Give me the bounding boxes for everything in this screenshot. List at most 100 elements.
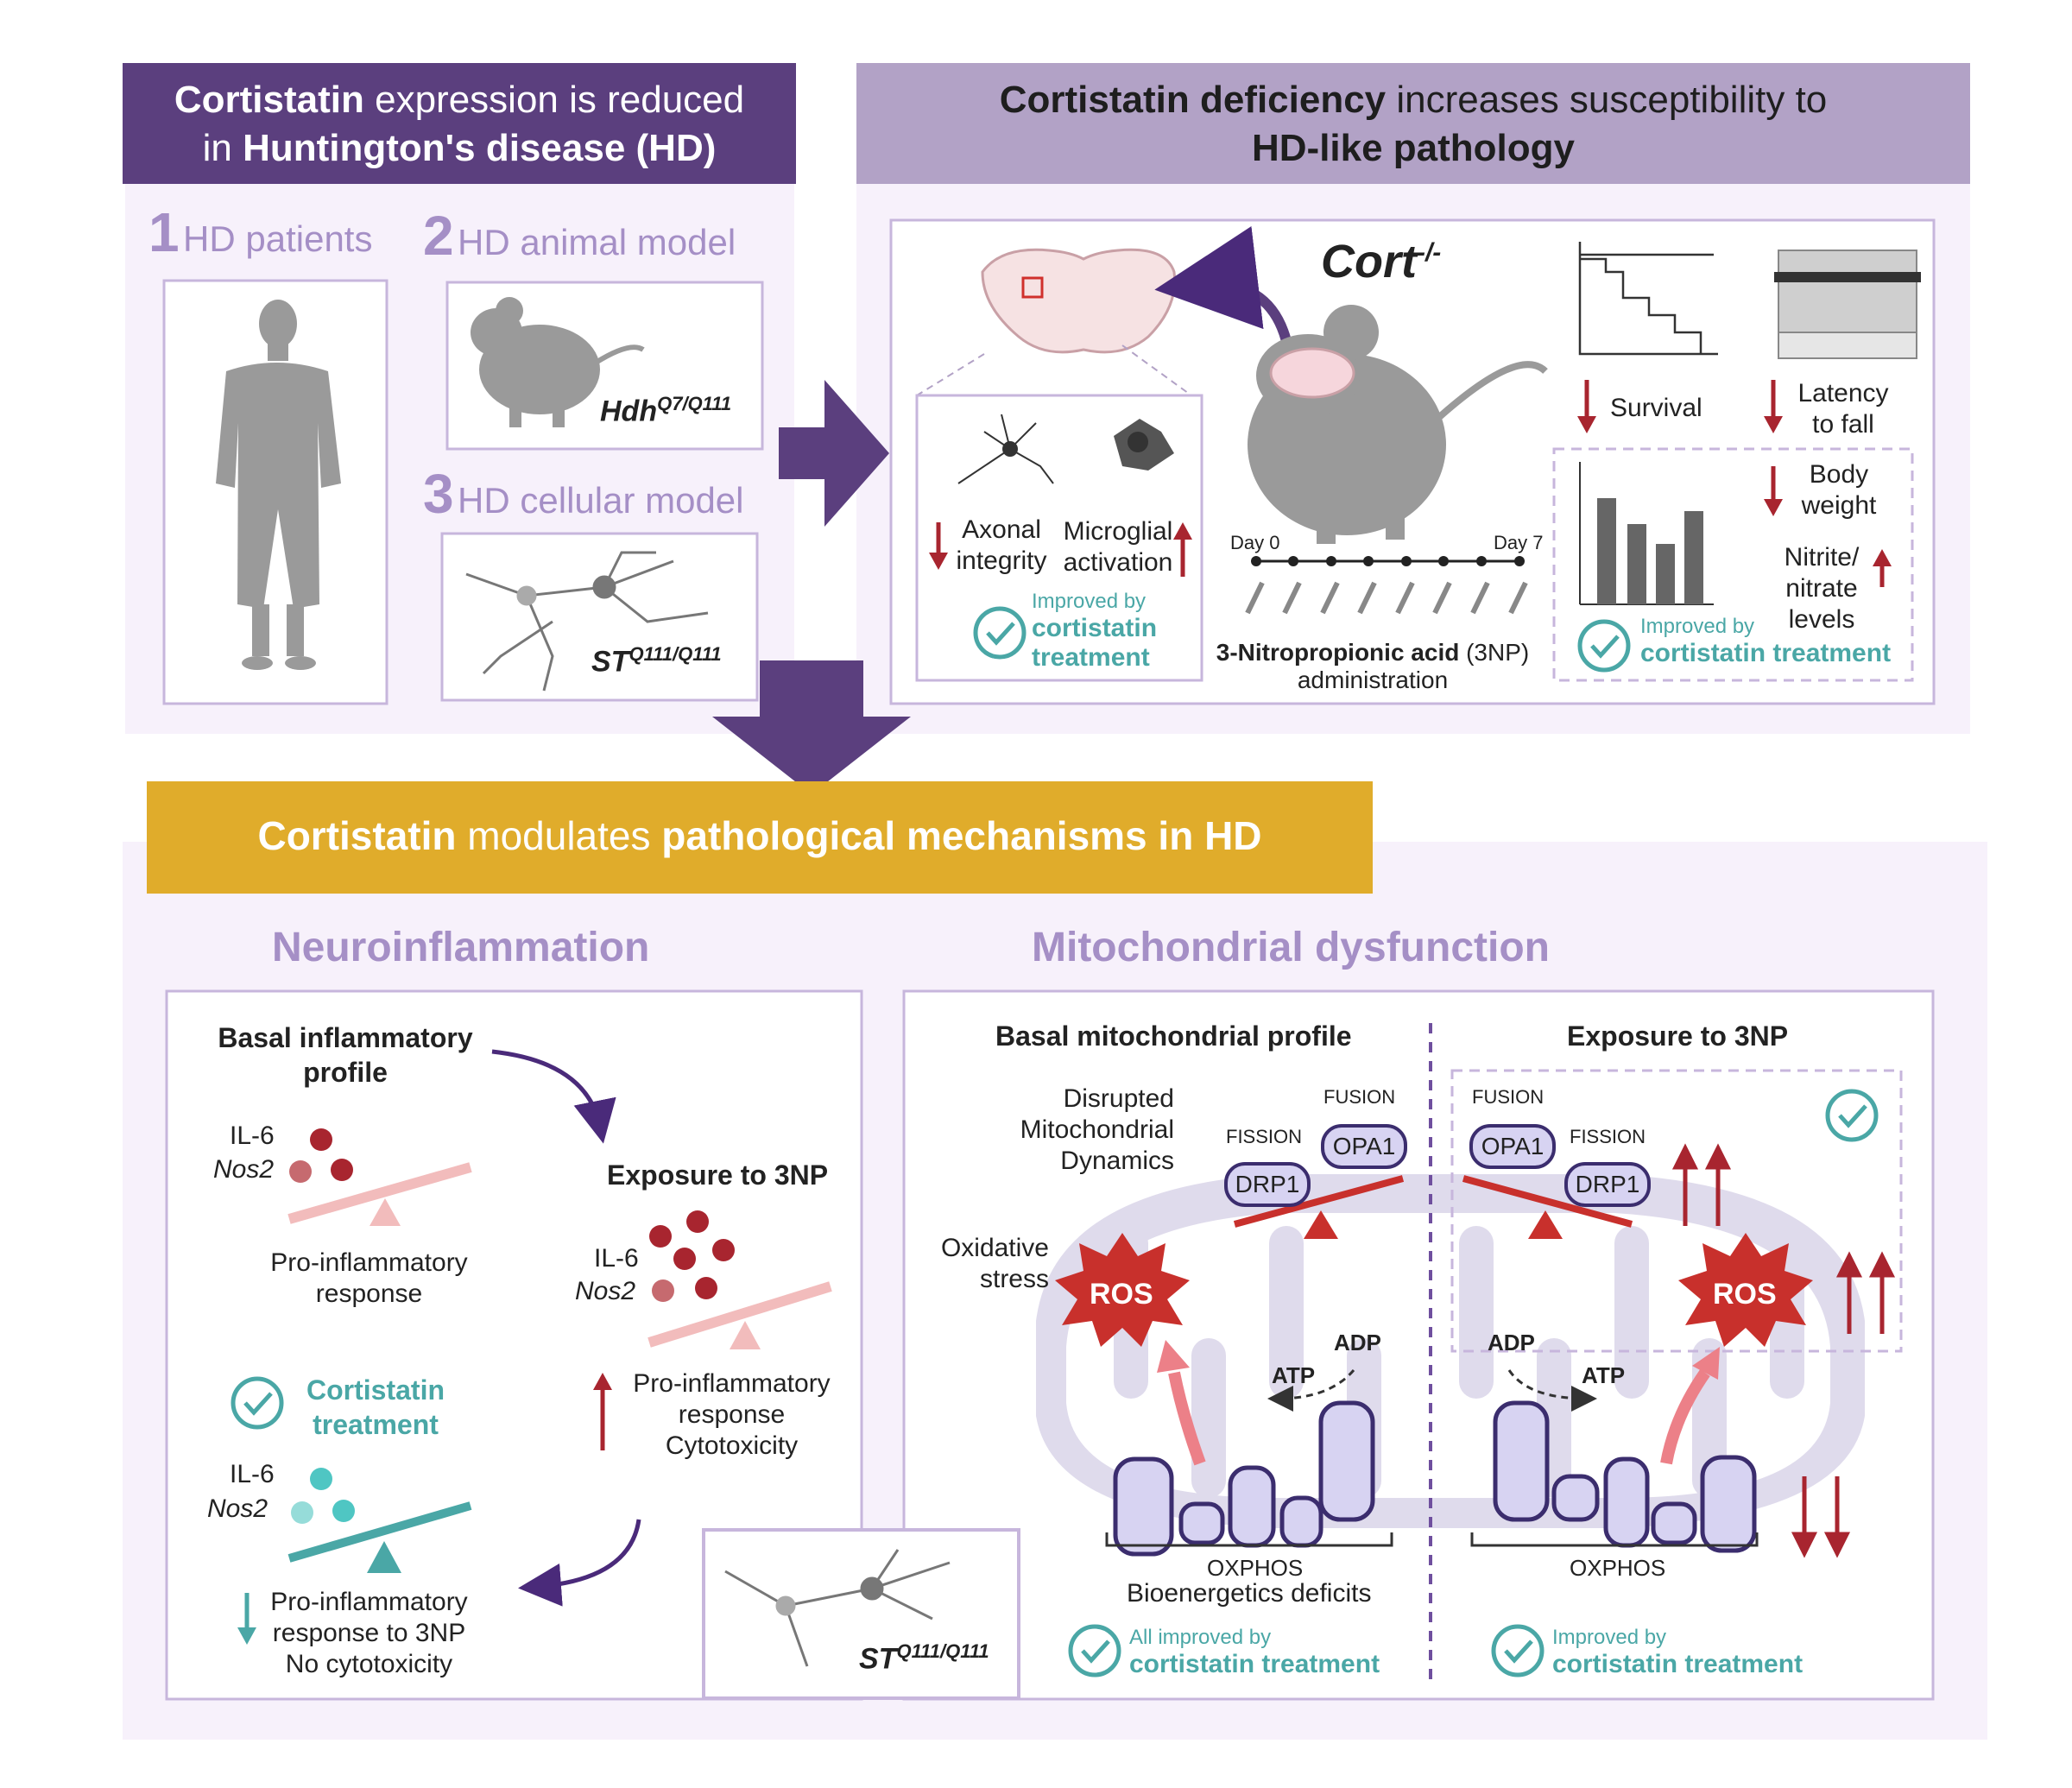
ros-right: ROS [1713, 1278, 1777, 1311]
bar-chart-mini [1579, 462, 1714, 605]
fission-up-arrows [1671, 1143, 1732, 1226]
exposure-nos2: Nos2 [575, 1277, 636, 1305]
item2-label: 2 HD animal model [423, 205, 736, 267]
exposure-il6: IL-6 [594, 1244, 639, 1273]
atp-left: ATP [1272, 1362, 1316, 1388]
check-icon-exposure-mito [1491, 1624, 1545, 1677]
check-icon-exposure [1825, 1089, 1879, 1142]
oxphos-complexes-left [1113, 1400, 1375, 1557]
mito-heading: Mitochondrial dysfunction [1032, 925, 1550, 970]
panel-a-title-pre2: in [202, 127, 243, 169]
check-icon-basal-mito [1068, 1624, 1121, 1677]
hd-patient-figure [216, 300, 341, 670]
opa1-left: OPA1 [1321, 1124, 1407, 1169]
arrow-a-to-b [779, 380, 889, 527]
axonal-neuron [957, 414, 1054, 484]
syringes [1245, 581, 1528, 615]
panel-a-title-bold1: Cortistatin [174, 79, 364, 121]
panel-c-title-bar [147, 781, 1373, 894]
item1-label: 1 HD patients [148, 201, 373, 263]
st-cell-box [702, 1528, 1020, 1700]
hdh-genotype: HdhQ7/Q111 [600, 393, 732, 428]
exposure-mito-label: Exposure to 3NP [1567, 1020, 1789, 1052]
oxphos-right: OXPHOS [1570, 1555, 1666, 1581]
inset-improved: Improved by cortistatin treatment [1032, 590, 1158, 672]
microglia-cell [1114, 419, 1174, 471]
timeline-dots [1251, 556, 1525, 566]
treatment-circles [291, 1468, 355, 1524]
item3-label: 3 HD cellular model [423, 463, 744, 525]
exposure-dashed-box [1450, 1069, 1903, 1353]
adp-right: ADP [1488, 1330, 1535, 1355]
hd-cell-box [440, 532, 759, 702]
npa-label: 3-Nitropropionic acid (3NP) administrati… [1216, 639, 1530, 693]
st-genotype-c: STQ111/Q111 [859, 1640, 989, 1676]
panel-b-title: Cortistatin deficiency increases suscept… [999, 79, 1828, 169]
ros-left: ROS [1090, 1278, 1153, 1311]
day0-label: Day 0 [1230, 532, 1280, 553]
ros-star-right [1678, 1233, 1813, 1347]
treatment-seesaw [287, 1501, 472, 1563]
treated-nos2: Nos2 [207, 1494, 268, 1523]
basal-mito-improved: All improved by cortistatin treatment [1129, 1626, 1380, 1678]
ros-star-left [1055, 1233, 1190, 1347]
ros-up-arrows [1835, 1251, 1896, 1334]
st-cell-neuron [724, 1549, 951, 1667]
day7-label: Day 7 [1494, 532, 1544, 553]
fission-right: FISSION [1570, 1126, 1646, 1147]
treated-il6: IL-6 [230, 1460, 275, 1488]
check-icon-inset [973, 606, 1027, 660]
basal-nos2: Nos2 [213, 1155, 275, 1184]
basal-fission-seesaw [1233, 1175, 1405, 1228]
hd-mouse-figure [471, 297, 645, 427]
rotarod-device [1774, 250, 1921, 359]
basal-circles [289, 1128, 353, 1183]
fusion-left: FUSION [1323, 1086, 1396, 1108]
basal-mito-label: Basal mitochondrial profile [995, 1020, 1352, 1052]
basal-seesaw [287, 1162, 472, 1224]
neuro-heading: Neuroinflammation [272, 925, 650, 970]
arrow-down [712, 660, 911, 794]
drp1-right: DRP1 [1564, 1162, 1651, 1207]
panel-a-title-bar [123, 63, 796, 184]
check-icon-metrics [1577, 619, 1631, 673]
bioenergetics-label: Bioenergetics deficits [1127, 1579, 1372, 1608]
basal-il6: IL-6 [230, 1121, 275, 1150]
exposure-fission-seesaw [1462, 1175, 1633, 1228]
panel-b-title-bar [856, 63, 1970, 184]
check-icon-cst [231, 1376, 284, 1430]
drp1-left: DRP1 [1224, 1162, 1311, 1207]
exposure-seesaw [648, 1281, 832, 1348]
oxphos-left: OXPHOS [1207, 1555, 1304, 1581]
panel-a-title-rest1: expression is reduced [363, 79, 745, 121]
fission-left: FISSION [1226, 1126, 1303, 1147]
hd-cell-neuron [465, 551, 709, 692]
panel-a-title: Cortistatin expression is reduced in Hun… [123, 76, 796, 173]
panel-c-title: Cortistatin modulates pathological mecha… [257, 813, 1262, 858]
opa1-right: OPA1 [1469, 1124, 1556, 1169]
survival-label: Survival [1610, 394, 1702, 422]
exposure-label-neuro: Exposure to 3NP [607, 1159, 829, 1191]
oxphos-down-arrows [1791, 1476, 1851, 1558]
brain-region-marker [1021, 276, 1044, 299]
fusion-right: FUSION [1472, 1086, 1545, 1108]
atp-right: ATP [1582, 1362, 1626, 1388]
st-genotype-a: STQ111/Q111 [591, 643, 722, 679]
panel-a-title-bold2: Huntington's disease (HD) [243, 127, 717, 169]
oxphos-complexes-right [1493, 1400, 1757, 1553]
exposure-mito-improved: Improved by cortistatin treatment [1552, 1626, 1804, 1678]
